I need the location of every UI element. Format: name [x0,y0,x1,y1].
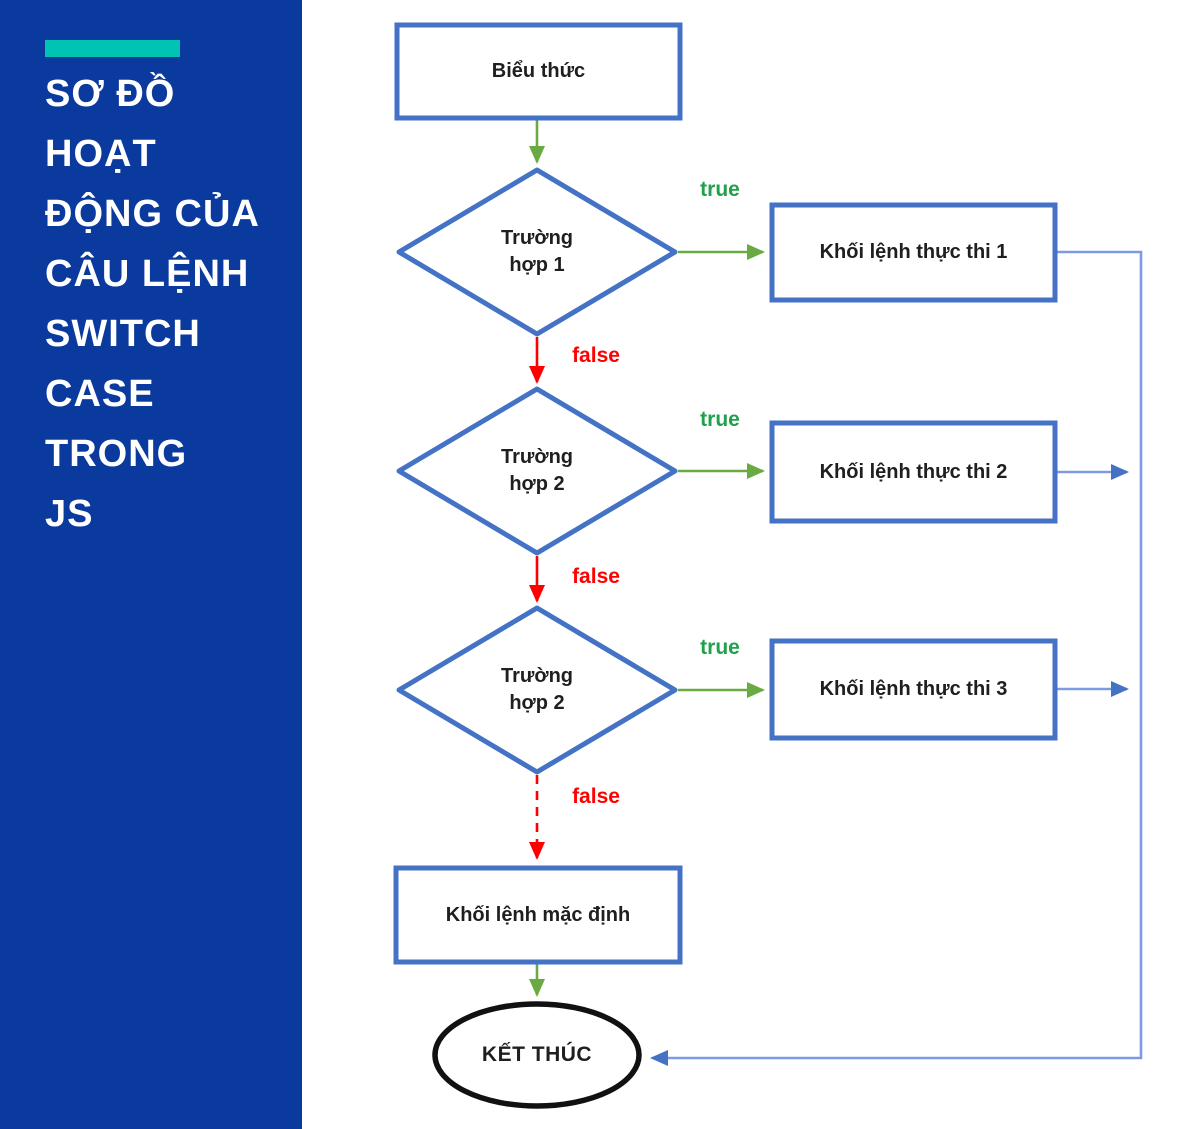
decision2-false-label: false [572,565,620,588]
sidebar-title-line: SƠ ĐỒ [45,73,176,115]
decision2-true-label: true [700,408,740,431]
accent-bar [45,40,180,57]
default-node-shape [393,865,683,965]
decision1-false-label: false [572,344,620,367]
decision1-true-label: true [700,178,740,201]
decision3-true-label: true [700,636,740,659]
sidebar-title-line: CÂU LỆNH [45,253,250,295]
action1-label: Khối lệnh thực thi 1 [819,241,1008,263]
end-node-shape [432,1001,642,1109]
sidebar: SƠ ĐỒ HOẠT ĐỘNG CỦA CÂU LỆNH SWITCH CASE… [0,0,302,1129]
return-connector-line [650,250,1143,1066]
decision1-label: Trường hợp 1 [500,227,574,276]
action2-label: Khối lệnh thực thi 2 [819,460,1008,483]
action2-shape [769,420,1058,524]
sidebar-title-line: HOẠT [45,133,157,175]
sidebar-title-line: ĐỘNG CỦA [45,193,260,235]
decision2-shape [396,386,678,556]
action1-shape [769,202,1058,303]
default-node-label: Khối lệnh mặc định [445,903,631,926]
decision1-shape [396,167,678,337]
sidebar-title: SƠ ĐỒ HOẠT ĐỘNG CỦA CÂU LỆNH SWITCH CASE… [45,64,260,544]
sidebar-title-line: JS [45,493,94,535]
decision3-shape [396,605,678,775]
end-node-label: KẾT THÚC [481,1043,593,1066]
decision3-label: Trường hợp 2 [500,665,574,714]
start-node-shape [394,22,683,121]
sidebar-title-line: CASE [45,373,155,415]
action3-shape [769,638,1058,741]
decision2-label: Trường hợp 2 [500,446,574,495]
decision3-false-label: false [572,785,620,808]
sidebar-title-line: TRONG [45,433,188,475]
sidebar-title-line: SWITCH [45,313,201,355]
action3-label: Khối lệnh thực thi 3 [819,678,1008,700]
start-node-label: Biểu thức [491,60,586,82]
